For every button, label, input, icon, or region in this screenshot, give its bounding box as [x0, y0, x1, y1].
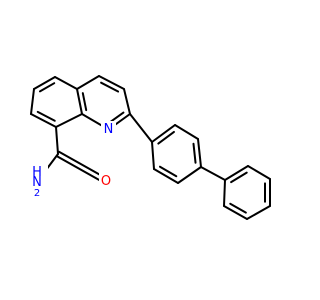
- bond-Pb5-Pb6: [223, 205, 248, 220]
- double-bond-C7-C8: [36, 110, 56, 122]
- double-bond-Pa3-Pa4: [192, 142, 197, 164]
- bonds-group: [30, 75, 271, 220]
- bond-Pa4-Pb1: [200, 166, 226, 181]
- bond-Pa1-Pa2: [151, 124, 176, 143]
- bond-C4a-C8a: [76, 88, 83, 115]
- amide-nitrogen-subscript: 2: [34, 188, 40, 199]
- ring-nitrogen-label: N: [104, 122, 114, 137]
- bond-Pa4-Pa5: [177, 166, 202, 184]
- bond-C3-C4: [98, 75, 125, 90]
- bond-Pa3-Pa4: [197, 138, 202, 168]
- bond-C7-C8: [30, 113, 57, 128]
- bond-C2-C3: [123, 88, 131, 115]
- amide-nh2-bg: [26, 165, 48, 207]
- bond-Pb4-Pb5: [246, 205, 271, 220]
- bond-Pa5-Pa6: [153, 168, 179, 184]
- oxygen-label: O: [101, 174, 111, 189]
- double-bond-Pa1-Pa2: [157, 130, 175, 145]
- double-bond-C4a-C8a: [81, 92, 88, 112]
- bond-Pa6-Pa1: [151, 141, 155, 170]
- bond-Pb1-Pb2: [224, 165, 249, 181]
- bond-Pa2-Pa3: [174, 124, 199, 140]
- oxygen-bg: [99, 173, 114, 189]
- bond-C6-C7: [30, 88, 35, 115]
- structure-canvas: N O H N 2: [26, 75, 271, 220]
- bond-Pb6-Pb1: [223, 179, 226, 207]
- double-bond-Pa5-Pa6: [158, 165, 178, 178]
- amide-nitrogen-label: N: [32, 175, 42, 190]
- bond-Pb2-Pb3: [247, 165, 271, 180]
- double-bond-Pb1-Pb2: [230, 171, 248, 184]
- double-bond-C5-C6: [38, 82, 56, 93]
- bond-C8-C8a: [55, 113, 83, 128]
- bond-C4a-C5: [54, 76, 78, 90]
- bond-C4-C4a: [76, 75, 100, 90]
- atom-labels-group: N O H N 2: [26, 121, 116, 207]
- double-bond-C3-C4: [100, 81, 120, 93]
- bond-C8-Cam: [55, 126, 59, 155]
- ring-nitrogen-bg: [101, 121, 116, 137]
- bond-C5-C6: [33, 76, 56, 90]
- amide-hydrogen-label: H: [32, 165, 42, 180]
- bond-C2-Pa1: [129, 113, 153, 143]
- molecule-diagram: N O H N 2: [26, 75, 271, 220]
- double-bond-Pb5-Pb6: [229, 202, 247, 214]
- carbonyl-bond-a: [55, 155, 106, 185]
